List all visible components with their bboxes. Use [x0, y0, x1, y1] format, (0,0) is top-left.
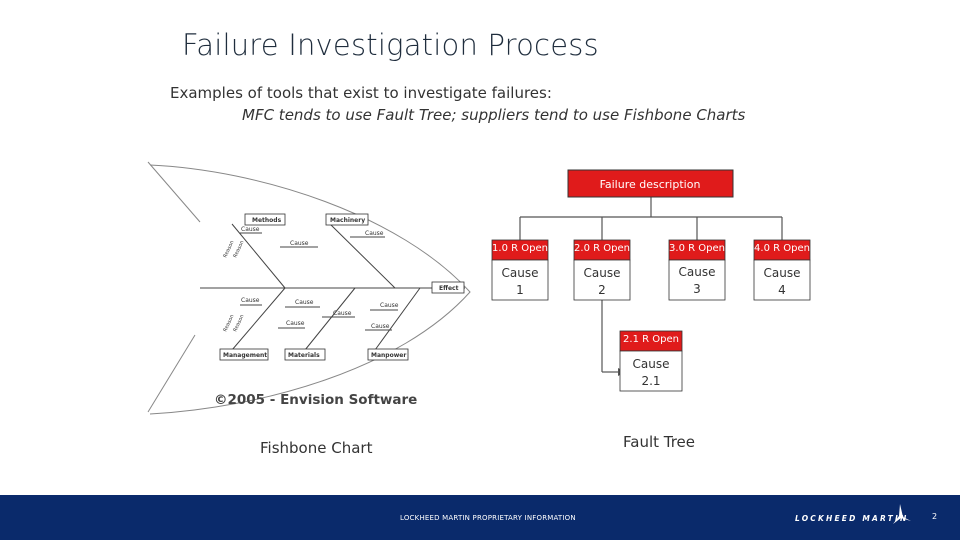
- proprietary-notice: LOCKHEED MARTIN PROPRIETARY INFORMATION: [400, 514, 576, 522]
- fault-node-header: 2.0 R Open: [574, 243, 630, 254]
- fault-subnode-header: 2.1 R Open: [623, 334, 679, 345]
- page-number: 2: [932, 512, 938, 521]
- cause-label: Cause: [333, 310, 352, 317]
- fault-node-header: 1.0 R Open: [492, 243, 548, 254]
- category-manpower: Manpower: [371, 352, 406, 359]
- fault-node-cause: Cause: [502, 266, 539, 280]
- category-methods: Methods: [252, 217, 282, 224]
- fault-node-header: 4.0 R Open: [754, 243, 810, 254]
- fault-node-number: 4: [778, 283, 786, 297]
- fishbone-bones: [200, 223, 465, 351]
- cause-label: Cause: [286, 320, 305, 327]
- slide-subtitle: Examples of tools that exist to investig…: [170, 84, 552, 102]
- fault-node-header: 3.0 R Open: [669, 243, 725, 254]
- cause-label: Cause: [371, 323, 390, 330]
- fault-tree-diagram: Failure description 1.0 R Open Cause 1 2…: [491, 169, 811, 392]
- fishbone-copyright: ©2005 - Envision Software: [214, 392, 417, 408]
- fault-subnode-number: 2.1: [641, 374, 660, 388]
- fish-head-curve: [149, 164, 471, 415]
- fault-tree-top-event: Failure description: [600, 178, 701, 191]
- effect-label: Effect: [439, 285, 459, 292]
- fault-tree-connectors: [519, 197, 783, 373]
- star-logo-icon: [893, 504, 911, 524]
- footer-bar: [0, 495, 960, 540]
- fishbone-caption: Fishbone Chart: [260, 439, 373, 457]
- slide-subtitle-italic: MFC tends to use Fault Tree; suppliers t…: [242, 106, 746, 124]
- cause-label: Cause: [295, 299, 314, 306]
- category-machinery: Machinery: [330, 217, 365, 224]
- cause-label: Cause: [365, 230, 384, 237]
- fishbone-diagram: Methods Machinery Management Materials M…: [147, 161, 471, 415]
- fault-node-cause: Cause: [764, 266, 801, 280]
- slide-title: Failure Investigation Process: [182, 28, 599, 62]
- cause-label: Cause: [241, 226, 260, 233]
- fault-subnode-cause: Cause: [633, 357, 670, 371]
- cause-label: Cause: [290, 240, 309, 247]
- fault-node-cause: Cause: [584, 266, 621, 280]
- category-materials: Materials: [288, 352, 320, 359]
- fish-tail: [147, 161, 201, 413]
- cause-label: Cause: [380, 302, 399, 309]
- fault-node-cause: Cause: [679, 265, 716, 279]
- cause-label: Cause: [241, 297, 260, 304]
- fault-tree-caption: Fault Tree: [623, 433, 696, 451]
- fault-node-number: 3: [693, 282, 701, 296]
- lockheed-martin-logo-text: LOCKHEED MARTIN: [795, 514, 909, 523]
- fault-node-number: 1: [516, 283, 524, 297]
- fault-node-number: 2: [598, 283, 606, 297]
- category-management: Management: [223, 352, 267, 359]
